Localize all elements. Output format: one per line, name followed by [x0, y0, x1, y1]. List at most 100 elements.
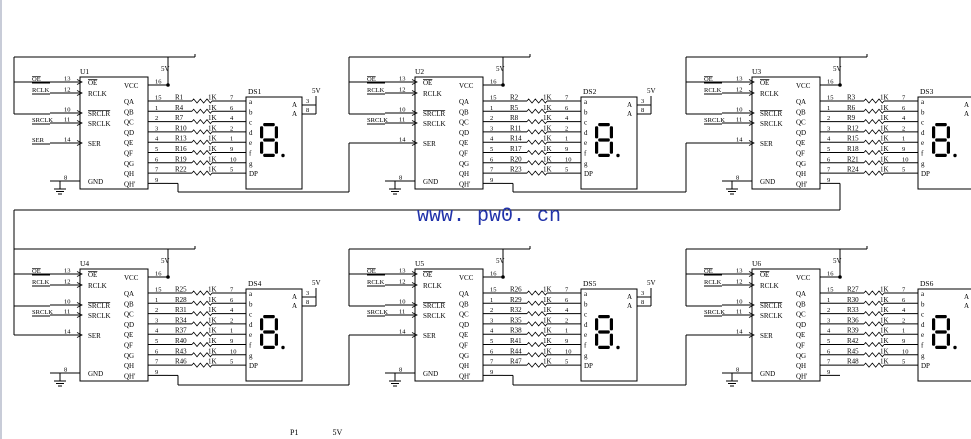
segment: [609, 318, 613, 331]
resistor-symbol: [526, 129, 548, 135]
input-net-label: OE: [32, 76, 41, 83]
pin-label: QA: [124, 98, 134, 106]
display-pin-number: 10: [230, 348, 237, 355]
resistor-value: 1K: [208, 114, 217, 122]
input-net-label: SRCLK: [32, 309, 53, 316]
input-net-label: SRCLK: [704, 309, 725, 316]
display-pin-number: 10: [230, 156, 237, 163]
pin-number: 3: [155, 317, 158, 324]
segment-label: c: [249, 119, 252, 127]
display-pin-number: 5: [902, 167, 905, 174]
pin-number: 2: [490, 307, 493, 314]
input-arrow: [76, 110, 83, 116]
pin-number: 15: [155, 95, 162, 102]
display-pin-number: 10: [565, 348, 572, 355]
resistor-value: 1K: [208, 316, 217, 324]
display-pin-number: 9: [565, 338, 568, 345]
pin-number: 10: [736, 299, 743, 306]
pin-label: SER: [423, 332, 436, 340]
resistor-value: 1K: [543, 347, 552, 355]
resistor-value: 1K: [880, 166, 889, 174]
pin-label: QG: [124, 160, 134, 168]
pin-number: 11: [736, 117, 742, 124]
resistor-designator: R20: [510, 155, 522, 163]
display-pin-number: 7: [565, 95, 569, 102]
resistor-designator: R11: [510, 124, 522, 132]
pin-label: RCLK: [760, 90, 779, 98]
pin-number: 14: [399, 137, 406, 144]
display-pin-number: 7: [565, 287, 569, 294]
pin-number: 4: [155, 136, 159, 143]
pin-label: QD: [124, 129, 134, 137]
display-pin-number: 7: [230, 287, 234, 294]
display-designator: DS5: [583, 279, 597, 288]
decimal-point: [281, 345, 285, 350]
display-pin-number: 9: [230, 146, 233, 153]
resistor-symbol: [526, 149, 548, 156]
pin-label: QH: [124, 362, 134, 370]
resistor-symbol: [863, 341, 885, 348]
resistor-value: 1K: [880, 114, 889, 122]
resistor-value: 1K: [880, 337, 889, 345]
input-arrow: [748, 120, 755, 126]
resistor-designator: R46: [175, 358, 187, 366]
pin-number: 6: [490, 348, 494, 355]
resistor-symbol: [191, 170, 213, 176]
resistor-value: 1K: [543, 358, 552, 366]
seven-segment-digit: [595, 123, 620, 158]
resistor-symbol: [526, 331, 548, 337]
watermark-text: www. pw0. cn: [417, 205, 562, 228]
pin-label: QB: [796, 108, 806, 116]
pin-label: QH: [459, 362, 469, 370]
segment-label: a: [249, 98, 253, 106]
chip-designator: U2: [415, 67, 424, 76]
display-pin-number: 3: [641, 290, 644, 297]
resistor-symbol: [863, 149, 885, 156]
pin-number: 12: [736, 87, 743, 94]
pin-label: SER: [88, 332, 101, 340]
pin-number: 1: [827, 297, 830, 304]
seven-segment-digit: [932, 123, 957, 158]
supply-label: 5V: [833, 257, 842, 265]
pin-label: QH: [124, 170, 134, 178]
input-arrow: [411, 140, 418, 146]
pin-number: 13: [736, 268, 743, 275]
pin-number: 15: [155, 287, 162, 294]
resistor-symbol: [191, 321, 213, 327]
resistor-value: 1K: [543, 145, 552, 153]
resistor-symbol: [863, 129, 885, 135]
pin-label: SER: [760, 332, 773, 340]
segment: [609, 126, 613, 139]
resistor-designator: R34: [175, 316, 187, 324]
resistor-designator: R42: [847, 337, 859, 345]
display-pin-number: 6: [902, 297, 906, 304]
pin-label: RCLK: [88, 90, 107, 98]
pin-number: 13: [64, 268, 71, 275]
pin-number: 1: [827, 105, 830, 112]
pin-label: QB: [796, 300, 806, 308]
display-designator: DS6: [920, 279, 934, 288]
pin-number: 10: [736, 107, 743, 114]
pin-label: RCLK: [423, 282, 442, 290]
pin-number: 10: [399, 107, 406, 114]
pin-number: 3: [490, 125, 493, 132]
resistor-designator: R14: [510, 135, 522, 143]
pin-label: QC: [796, 119, 806, 127]
chip-designator: U4: [80, 259, 89, 268]
input-arrow: [411, 110, 418, 116]
resistor-symbol: [863, 300, 885, 306]
resistor-symbol: [526, 139, 548, 145]
pin-label: VCC: [124, 274, 139, 282]
seven-segment-display: [245, 288, 303, 382]
pin-label: SER: [88, 140, 101, 148]
pin-label: GND: [423, 178, 438, 186]
pin-number: 8: [64, 175, 67, 182]
input-arrow: [76, 271, 83, 277]
pin-number: 9: [490, 369, 493, 376]
resistor-designator: R27: [847, 286, 859, 294]
common-anode-label: A: [292, 101, 297, 109]
pin-label: QE: [796, 331, 805, 339]
segment-label: c: [584, 311, 587, 319]
input-net-label: RCLK: [367, 87, 385, 94]
